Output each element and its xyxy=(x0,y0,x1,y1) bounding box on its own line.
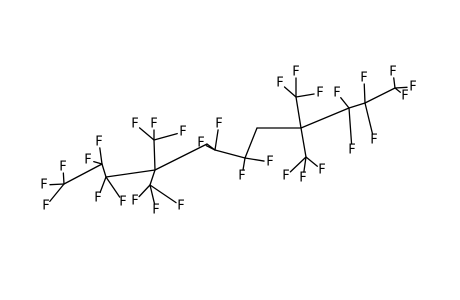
fluorine-bond-10 xyxy=(153,132,178,141)
fluorine-atom-label: F xyxy=(179,125,186,140)
fluorine-atom-label: F xyxy=(119,195,126,210)
carbon-bond-14 xyxy=(295,96,302,129)
fluorine-bond-5 xyxy=(99,147,103,165)
fluorine-bond-15 xyxy=(214,129,219,151)
fluorine-atom-label: F xyxy=(238,169,245,184)
fluorine-atom-label: F xyxy=(131,117,138,132)
fluorine-atom-label: F xyxy=(266,155,273,170)
fluorine-atom-label: F xyxy=(401,89,408,104)
fluorine-atom-label: F xyxy=(292,65,299,80)
fluorine-atom-label: F xyxy=(333,86,340,101)
fluorine-bond-2 xyxy=(49,183,65,203)
fluorine-atom-label: F xyxy=(276,76,283,91)
fluorine-bond-23 xyxy=(305,156,318,167)
carbon-bond-4 xyxy=(154,143,208,171)
fluorine-bond-20 xyxy=(295,93,315,98)
carbon-bond-7 xyxy=(244,127,258,159)
fluorine-atom-label: F xyxy=(177,199,184,214)
fluorine-atom-label: F xyxy=(370,133,377,148)
carbon-bond-3 xyxy=(105,169,156,178)
fluorine-bond-18 xyxy=(283,86,297,98)
fluorine-atom-label: F xyxy=(215,117,222,132)
fluorine-atom-label: F xyxy=(59,160,66,175)
carbon-bond-2 xyxy=(101,163,107,178)
fluorine-atom-label: F xyxy=(152,203,159,218)
fluorine-bond-1 xyxy=(49,183,65,186)
fluorine-bond-24 xyxy=(340,97,350,109)
fluorine-atom-label: F xyxy=(299,171,306,186)
carbon-bond-15 xyxy=(300,127,307,158)
fluorine-bond-8 xyxy=(138,127,155,141)
fluorine-bond-17 xyxy=(244,157,265,162)
fluorine-atom-label: F xyxy=(318,163,325,178)
carbon-bond-1 xyxy=(63,163,103,185)
fluorine-bond-29 xyxy=(394,87,401,93)
fluorine-atom-label: F xyxy=(389,65,396,80)
carbon-bond-9 xyxy=(300,107,350,129)
fluorine-atom-label: F xyxy=(360,71,367,86)
fluorine-bond-11 xyxy=(138,184,151,198)
fluorine-bond-21 xyxy=(289,156,307,173)
carbon-bond-12 xyxy=(153,139,156,171)
fluorine-bond-27 xyxy=(364,102,374,135)
fluorine-bond-30 xyxy=(394,86,408,89)
fluorine-bond-22 xyxy=(303,156,307,173)
fluorine-atom-label: F xyxy=(409,80,416,95)
fluorine-bond-13 xyxy=(149,184,177,204)
fluorine-bond-6 xyxy=(99,176,107,194)
fluorine-atom-label: F xyxy=(131,194,138,209)
fluorine-bond-3 xyxy=(62,172,65,185)
fluorine-atom-label: F xyxy=(40,178,47,193)
fluorine-bond-14 xyxy=(205,145,216,151)
fluorine-bond-12 xyxy=(149,184,156,205)
carbon-bond-6 xyxy=(214,149,246,159)
fluorine-atom-label: F xyxy=(94,191,101,206)
carbon-bond-10 xyxy=(348,102,366,109)
fluorine-atom-label: F xyxy=(197,136,204,151)
fluorine-atom-label: F xyxy=(282,169,289,184)
fluorine-atom-label: F xyxy=(95,135,102,150)
fluorine-bond-28 xyxy=(393,77,396,89)
fluorine-atom-label: F xyxy=(42,199,49,214)
fluorine-atom-label: F xyxy=(150,117,157,132)
fluorine-bond-25 xyxy=(348,107,353,145)
carbon-bond-11 xyxy=(364,87,396,104)
carbon-bond-13 xyxy=(149,169,156,186)
fluorine-bond-16 xyxy=(242,157,246,171)
fluorine-bond-7 xyxy=(105,176,121,198)
fluorine-bond-4 xyxy=(93,160,103,165)
fluorine-atom-label: F xyxy=(316,86,323,101)
fluorine-bond-26 xyxy=(363,83,366,104)
fluorine-atom-label: F xyxy=(348,143,355,158)
fluorine-atom-label: F xyxy=(84,153,91,168)
